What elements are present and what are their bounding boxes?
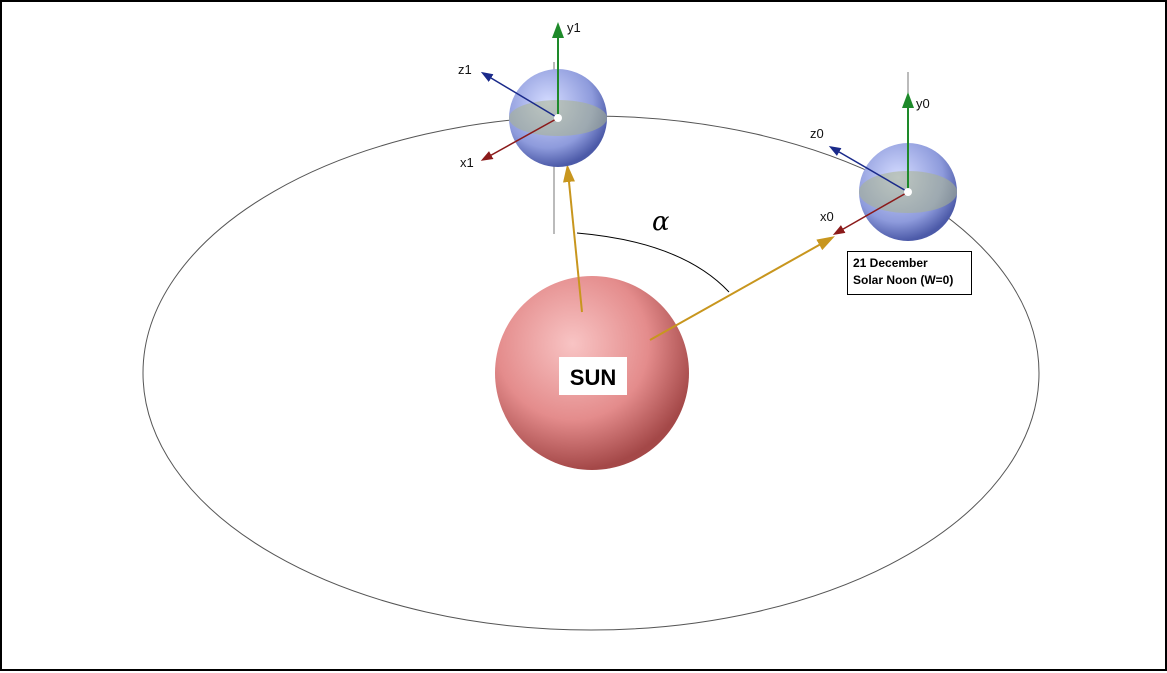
date-annotation-line2: Solar Noon (W=0) [853, 273, 954, 287]
earth1-y-label: y1 [567, 20, 581, 35]
sun-to-earth0-vector [649, 236, 835, 341]
earth0-x-label: x0 [820, 209, 834, 224]
alpha-symbol: α [652, 207, 670, 237]
earth1-x-label: x1 [460, 155, 474, 170]
angle-arc [576, 232, 730, 293]
date-annotation-box: 21 December Solar Noon (W=0) [847, 251, 972, 295]
earth-position-1: y1 z1 x1 [458, 20, 607, 170]
sun-to-earth1-vector [563, 164, 583, 313]
earth0-x-axis [832, 191, 909, 235]
earth1-x-axis [480, 117, 559, 161]
earth1-center-dot [554, 114, 562, 122]
earth0-z-axis [828, 145, 909, 193]
earth0-z-label: z0 [810, 126, 824, 141]
earth1-z-axis [480, 71, 559, 119]
earth1-z-label: z1 [458, 62, 472, 77]
earth-position-0: y0 z0 x0 [810, 92, 957, 241]
earth0-y-label: y0 [916, 96, 930, 111]
sun-label: SUN [570, 365, 616, 390]
earth0-center-dot [904, 188, 912, 196]
sun-label-bg [559, 357, 627, 395]
date-annotation-line1: 21 December [853, 256, 928, 270]
